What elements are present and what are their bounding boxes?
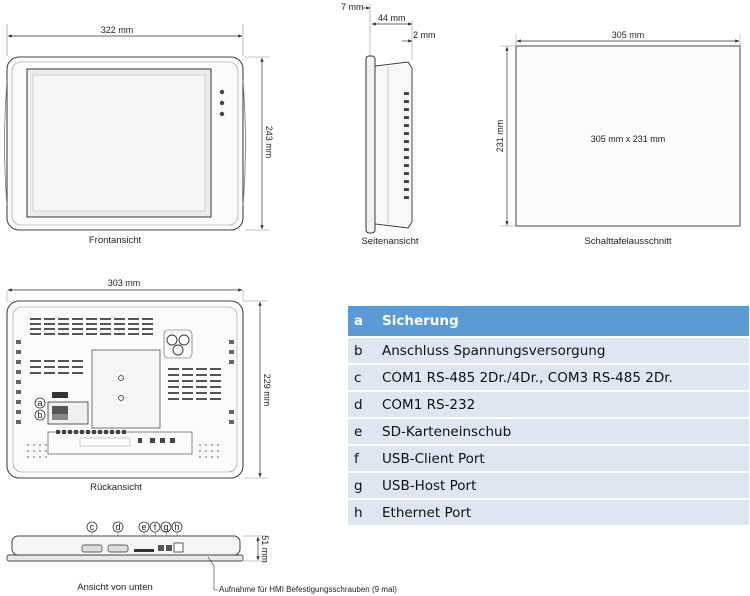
legend-key: b [348,338,372,363]
port-letter-h: h [174,522,179,532]
cutout-caption: Schalttafelausschnitt [584,236,671,247]
legend-key: h [348,500,372,525]
front-width-label: 322 mm [101,25,134,35]
side-lip-label: 2 mm [413,30,436,40]
legend-label: Ethernet Port [372,500,749,525]
legend-row: a Sicherung [348,306,749,336]
rear-letter-a: a [37,398,42,408]
port-letter-e: e [141,522,146,532]
legend-row: b Anschluss Spannungsversorgung [348,338,749,363]
legend-label: Anschluss Spannungsversorgung [372,338,749,363]
legend-label: SD-Karteneinschub [372,419,749,444]
port-letter-g: g [163,522,168,532]
port-letter-f: f [154,522,157,532]
legend-key: c [348,365,372,390]
bottom-view: c d e f g h 51 mm Ansicht von u [6,521,397,594]
legend-key: f [348,446,372,471]
legend-label: USB-Host Port [372,473,749,498]
side-view: 7 mm 44 mm 2 mm Seitenansicht [341,2,436,247]
legend-key: g [348,473,372,498]
port-legend-table: a Sicherung b Anschluss Spannungsversorg… [348,304,749,527]
front-view: 322 mm 243 mm Frontansicht [4,24,274,246]
rear-letter-b: b [37,410,42,420]
legend-row: h Ethernet Port [348,500,749,525]
cutout-height-label: 231 mm [495,120,505,153]
side-caption: Seitenansicht [361,236,418,247]
legend-row: e SD-Karteneinschub [348,419,749,444]
legend-key: a [348,306,372,336]
mount-note: Aufnahme für HMI Befestigungsschrauben (… [219,585,397,594]
bottom-caption: Ansicht von unten [77,582,153,593]
legend-label: COM1 RS-485 2Dr./4Dr., COM3 RS-485 2Dr. [372,365,749,390]
cutout-view: 305 mm 231 mm 305 mm x 231 mm Schalttafe… [495,30,741,247]
legend-row: f USB-Client Port [348,446,749,471]
legend-row: g USB-Host Port [348,473,749,498]
rear-width-label: 303 mm [108,278,141,288]
rear-height-label: 229 mm [262,374,272,407]
bottom-depth-label: 51 mm [260,535,270,563]
cutout-width-label: 305 mm [612,30,645,40]
cutout-size-label: 305 mm x 231 mm [591,134,666,144]
legend-row: d COM1 RS-232 [348,392,749,417]
legend-key: d [348,392,372,417]
rear-view: 303 mm 229 mm [6,278,272,493]
port-letter-c: c [90,522,95,532]
legend-label: Sicherung [372,306,749,336]
legend-label: USB-Client Port [372,446,749,471]
side-depth-label: 44 mm [378,13,406,23]
front-caption: Frontansicht [89,235,142,246]
rear-caption: Rückansicht [90,482,142,493]
legend-key: e [348,419,372,444]
side-total-label: 7 mm [341,2,364,12]
legend-label: COM1 RS-232 [372,392,749,417]
legend-row: c COM1 RS-485 2Dr./4Dr., COM3 RS-485 2Dr… [348,365,749,390]
front-height-label: 243 mm [264,126,274,159]
port-letter-d: d [115,522,120,532]
